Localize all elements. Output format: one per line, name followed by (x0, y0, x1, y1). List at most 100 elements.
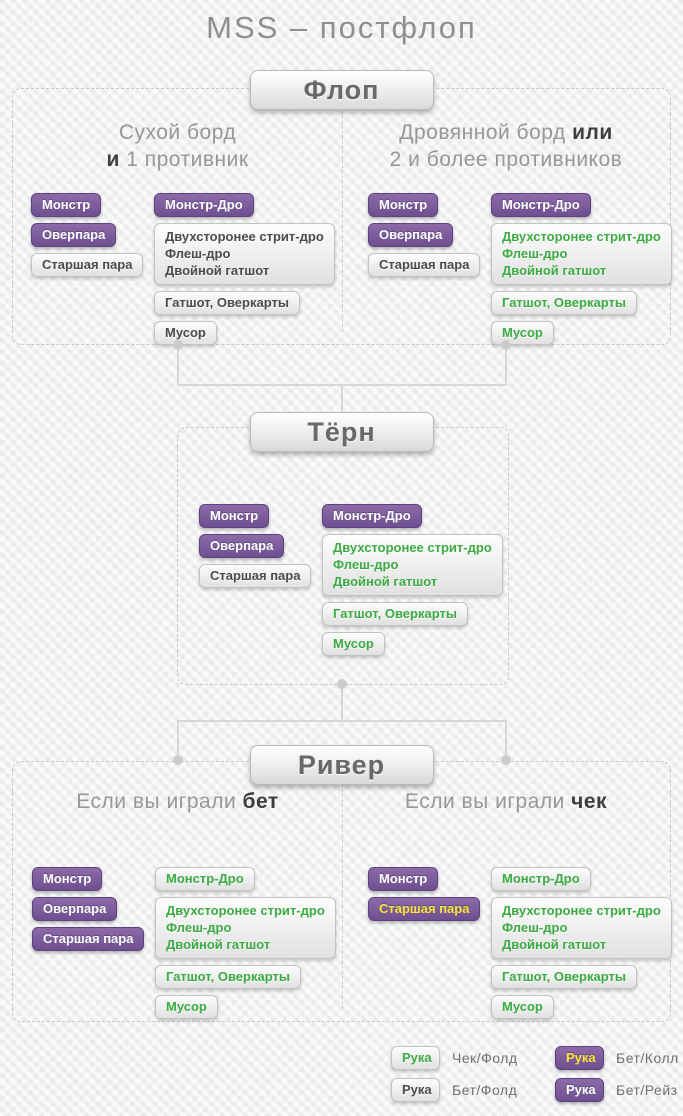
legend: Рука Чек/Фолд Рука Бет/Фолд Рука Бет/Кол… (391, 1046, 679, 1102)
legend-label-bet-call: Бет/Колл (616, 1050, 679, 1066)
draw-flush: Флеш-дро (166, 920, 232, 935)
badge-trash: Мусор (491, 995, 554, 1019)
river-check-heading: Если вы играли чек (343, 788, 669, 815)
badge-gutshot-overcards: Гатшот, Оверкарты (491, 965, 637, 989)
draw-double-gutshot: Двойной гатшот (502, 937, 607, 952)
river-check-made-hands: Монстр Старшая пара (368, 867, 491, 1019)
connector-dot (173, 755, 183, 765)
badge-monster: Монстр (31, 193, 102, 217)
draw-flush: Флеш-дро (502, 246, 568, 261)
badge-gutshot-overcards: Гатшот, Оверкарты (154, 291, 300, 315)
badge-overpair: Оверпара (32, 897, 118, 921)
draw-oesd: Двухсторонее стрит-дро (165, 229, 324, 244)
flop-section-box: Сухой борд и 1 противник Монстр Оверпара… (12, 88, 672, 345)
draw-flush: Флеш-дро (333, 557, 399, 572)
badge-top-pair: Старшая пара (368, 897, 481, 921)
river-bet-hands: Монстр Оверпара Старшая пара Монстр-Дро … (32, 867, 336, 1019)
connector-river-right-drop (505, 722, 507, 757)
badge-trash: Мусор (322, 632, 385, 656)
flop-wet-made-hands: Монстр Оверпара Старшая пара (368, 193, 491, 345)
connector-dot (337, 679, 347, 689)
river-bet-heading-pre: Если вы играли (76, 790, 237, 813)
legend-row-bet-call: Рука Бет/Колл (555, 1046, 679, 1070)
draw-double-gutshot: Двойной гатшот (165, 263, 270, 278)
river-bet-heading-bold: бет (242, 790, 279, 813)
strong-draws-box: Двухсторонее стрит-дро Флеш-дро Двойной … (322, 534, 503, 596)
strong-draws-box: Двухсторонее стрит-дро Флеш-дро Двойной … (155, 897, 336, 959)
draw-oesd: Двухсторонее стрит-дро (502, 903, 661, 918)
river-section-box: Если вы играли бет Монстр Оверпара Старш… (12, 761, 672, 1022)
draw-oesd: Двухсторонее стрит-дро (502, 229, 661, 244)
connector-river-left-drop (177, 722, 179, 757)
badge-gutshot-overcards: Гатшот, Оверкарты (491, 291, 637, 315)
connector-dot (173, 340, 183, 350)
flop-dry-heading-bold: и (106, 148, 120, 171)
legend-row-bet-raise: Рука Бет/Рейз (555, 1078, 679, 1102)
flop-wet-heading-line2: 2 и более противников (389, 148, 623, 171)
draw-oesd: Двухсторонее стрит-дро (333, 540, 492, 555)
badge-top-pair: Старшая пара (199, 564, 312, 588)
connector-turn-drop (341, 684, 343, 722)
river-check-heading-bold: чек (571, 790, 608, 813)
badge-monster: Монстр (368, 867, 439, 891)
badge-monster: Монстр (368, 193, 439, 217)
legend-hand-badge-check-fold: Рука (391, 1046, 440, 1070)
badge-monster: Монстр (199, 504, 270, 528)
turn-stage-button: Тёрн (249, 412, 434, 452)
badge-monster-draw: Монстр-Дро (155, 867, 255, 891)
river-stage-button: Ривер (249, 745, 434, 785)
legend-label-check-fold: Чек/Фолд (452, 1050, 518, 1066)
flop-dry-panel: Сухой борд и 1 противник Монстр Оверпара… (13, 89, 342, 345)
badge-top-pair: Старшая пара (31, 253, 144, 277)
legend-row-bet-fold: Рука Бет/Фолд (391, 1078, 555, 1102)
river-bet-made-hands: Монстр Оверпара Старшая пара (32, 867, 155, 1019)
flop-dry-heading-rest: 1 противник (126, 148, 249, 171)
strong-draws-box: Двухсторонее стрит-дро Флеш-дро Двойной … (154, 223, 335, 285)
badge-monster-draw: Монстр-Дро (322, 504, 422, 528)
badge-monster-draw: Монстр-Дро (491, 867, 591, 891)
draw-oesd: Двухсторонее стрит-дро (166, 903, 325, 918)
badge-overpair: Оверпара (368, 223, 454, 247)
legend-row-check-fold: Рука Чек/Фолд (391, 1046, 555, 1070)
flop-wet-heading-line1: Дровянной борд (399, 121, 566, 144)
connector-dot (501, 340, 511, 350)
river-check-draw-hands: Монстр-Дро Двухсторонее стрит-дро Флеш-д… (491, 867, 672, 1019)
draw-double-gutshot: Двойной гатшот (502, 263, 607, 278)
page-title: MSS – постфлоп (206, 10, 477, 45)
turn-made-hands: Монстр Оверпара Старшая пара (199, 504, 322, 656)
flop-column-divider (342, 101, 343, 332)
connector-flop-left-drop (177, 345, 179, 386)
badge-monster-draw: Монстр-Дро (491, 193, 591, 217)
flop-dry-draw-hands: Монстр-Дро Двухсторонее стрит-дро Флеш-д… (154, 193, 335, 345)
legend-label-bet-fold: Бет/Фолд (452, 1082, 518, 1098)
legend-hand-badge-bet-raise: Рука (555, 1078, 604, 1102)
river-check-heading-pre: Если вы играли (404, 790, 565, 813)
flop-wet-heading: Дровянной борд или 2 и более противников (343, 119, 669, 173)
connector-to-turn-button (341, 386, 343, 414)
flop-dry-heading-line1: Сухой борд (118, 121, 237, 144)
river-column-divider (342, 774, 343, 1009)
connector-dot (501, 755, 511, 765)
connector-flop-right-drop (505, 345, 507, 386)
flop-dry-made-hands: Монстр Оверпара Старшая пара (31, 193, 154, 345)
flop-wet-heading-bold: или (572, 121, 613, 144)
strong-draws-box: Двухсторонее стрит-дро Флеш-дро Двойной … (491, 897, 672, 959)
flop-wet-hands: Монстр Оверпара Старшая пара Монстр-Дро … (368, 193, 672, 345)
connector-turn-river-horizontal (177, 720, 507, 722)
badge-overpair: Оверпара (199, 534, 285, 558)
legend-label-bet-raise: Бет/Рейз (616, 1082, 678, 1098)
flop-wet-draw-hands: Монстр-Дро Двухсторонее стрит-дро Флеш-д… (491, 193, 672, 345)
draw-double-gutshot: Двойной гатшот (333, 574, 438, 589)
badge-monster: Монстр (32, 867, 103, 891)
flop-dry-heading: Сухой борд и 1 противник (13, 119, 342, 173)
flop-stage-button: Флоп (249, 70, 434, 110)
flop-wet-panel: Дровянной борд или 2 и более противников… (343, 89, 672, 345)
badge-trash: Мусор (154, 321, 217, 345)
badge-top-pair: Старшая пара (32, 927, 145, 951)
connector-flop-turn-horizontal (177, 384, 507, 386)
badge-trash: Мусор (491, 321, 554, 345)
badge-monster-draw: Монстр-Дро (154, 193, 254, 217)
river-bet-panel: Если вы играли бет Монстр Оверпара Старш… (13, 762, 342, 1021)
legend-hand-badge-bet-call: Рука (555, 1046, 604, 1070)
